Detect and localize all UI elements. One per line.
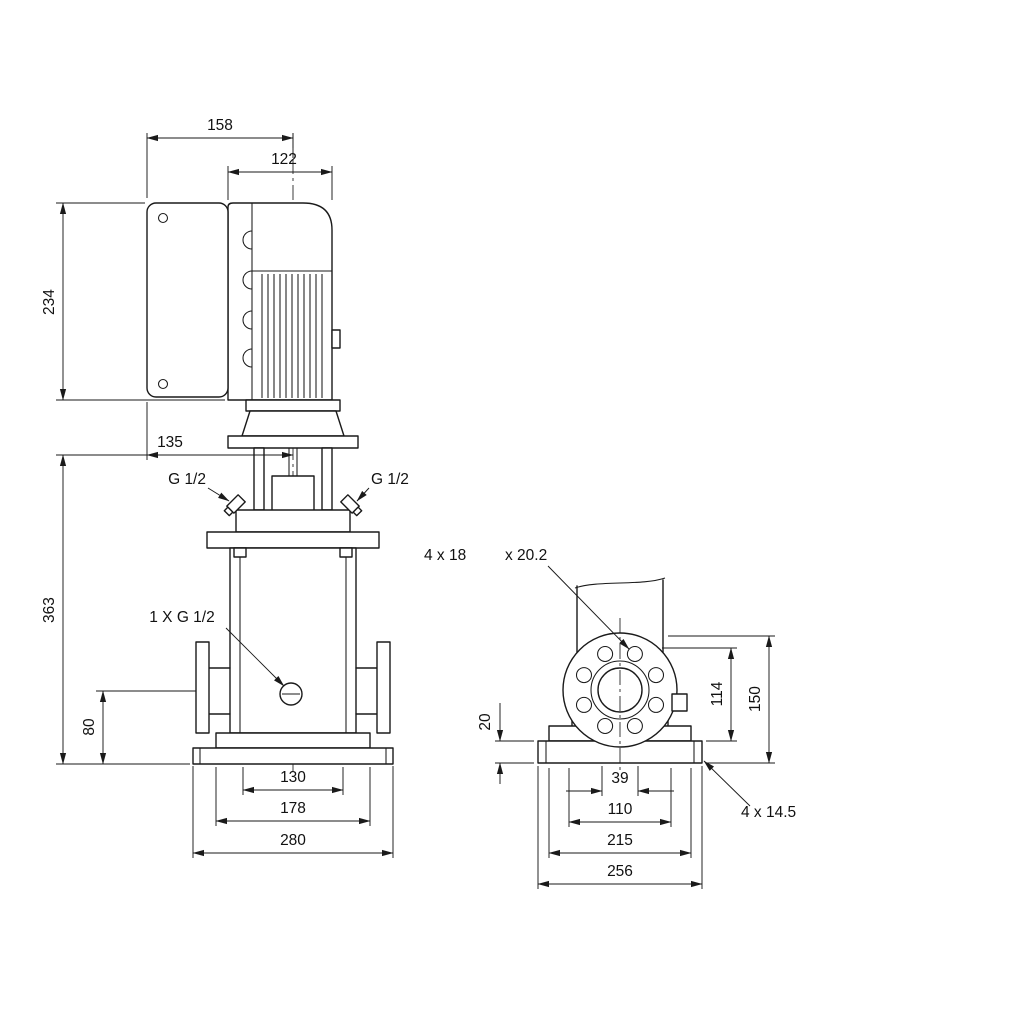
- dim-234-text: 234: [41, 289, 58, 315]
- label-flange-holes: 4 x 18 x 20.2: [424, 547, 630, 650]
- dim-110-text: 110: [608, 801, 633, 818]
- base-plate: [192, 747, 394, 765]
- flange-hub: [590, 660, 650, 720]
- gauge-port-right: [340, 494, 363, 517]
- base-plinth: [215, 732, 371, 749]
- dim-150: 150: [668, 635, 775, 764]
- dim-20: 20: [477, 703, 534, 784]
- dim-130-text: 130: [280, 769, 306, 786]
- motor-stool: [241, 410, 345, 437]
- dim-135-text: 135: [157, 434, 183, 451]
- motor-control-box: [146, 202, 229, 398]
- head-flange: [206, 531, 380, 549]
- end-view: 4 x 18 x 20.2 114 150 20: [424, 547, 796, 889]
- dim-122: 122: [227, 151, 333, 200]
- dim-256: 256: [537, 766, 703, 889]
- box-screw-bottom: [157, 378, 169, 390]
- flange-counterbore-text: x 20.2: [505, 547, 547, 564]
- dim-215-text: 215: [607, 832, 633, 849]
- staybolt-nut-right: [339, 547, 353, 558]
- column: [574, 577, 666, 657]
- dim-363: 363: [41, 454, 190, 765]
- flange-right: [376, 641, 391, 734]
- label-gauge-left: G 1/2: [168, 471, 230, 502]
- flange-holes-text: 4 x 18: [424, 547, 466, 564]
- motor-gland-bumps: [242, 230, 253, 368]
- base-front: [192, 732, 394, 765]
- gauge-port-left: [223, 494, 246, 517]
- motor-body: [227, 202, 341, 401]
- motor-fins: [261, 274, 323, 398]
- staybolt-nut-left: [233, 547, 247, 558]
- dim-256-text: 256: [607, 863, 633, 880]
- gauge-left-text: G 1/2: [168, 471, 206, 488]
- dim-158-text: 158: [207, 117, 233, 134]
- front-view: 158 122 234 135 363 80: [41, 117, 409, 858]
- dim-280-text: 280: [280, 832, 306, 849]
- dim-130: 130: [242, 767, 344, 795]
- dim-114-text: 114: [709, 681, 726, 706]
- dim-150-text: 150: [747, 686, 764, 712]
- gauge-right-text: G 1/2: [371, 471, 409, 488]
- label-drain: 1 X G 1/2: [149, 609, 285, 687]
- dim-110: 110: [568, 768, 672, 827]
- dim-158: 158: [146, 117, 294, 198]
- flange-bolt-holes: [575, 645, 665, 735]
- label-base-holes: 4 x 14.5: [703, 760, 796, 821]
- dim-39-text: 39: [611, 770, 628, 787]
- dim-280: 280: [192, 766, 394, 858]
- base-holes-text: 4 x 14.5: [741, 804, 796, 821]
- drain-text: 1 X G 1/2: [149, 609, 214, 626]
- pump-head: [206, 494, 380, 549]
- dim-178: 178: [215, 767, 371, 826]
- stool-plate: [227, 435, 359, 449]
- dim-80-text: 80: [81, 718, 98, 736]
- dim-215: 215: [548, 768, 692, 858]
- dim-114: 114: [662, 647, 737, 742]
- dim-39: 39: [566, 766, 674, 796]
- dim-135: 135: [56, 402, 294, 460]
- motor-lug: [331, 329, 341, 349]
- coupling: [271, 475, 315, 513]
- motor-flange: [245, 399, 341, 412]
- dim-122-text: 122: [271, 151, 297, 168]
- box-screw-top: [157, 212, 169, 224]
- flange-left: [195, 641, 210, 734]
- dim-80: 80: [81, 690, 196, 765]
- pump-sleeve: [229, 547, 357, 734]
- label-gauge-right: G 1/2: [356, 471, 409, 502]
- port-flanges: [195, 641, 391, 734]
- dim-20-text: 20: [477, 713, 494, 731]
- nameplate-tag: [671, 693, 688, 712]
- dim-234: 234: [41, 202, 225, 401]
- dim-363-text: 363: [41, 597, 58, 623]
- dim-178-text: 178: [280, 800, 306, 817]
